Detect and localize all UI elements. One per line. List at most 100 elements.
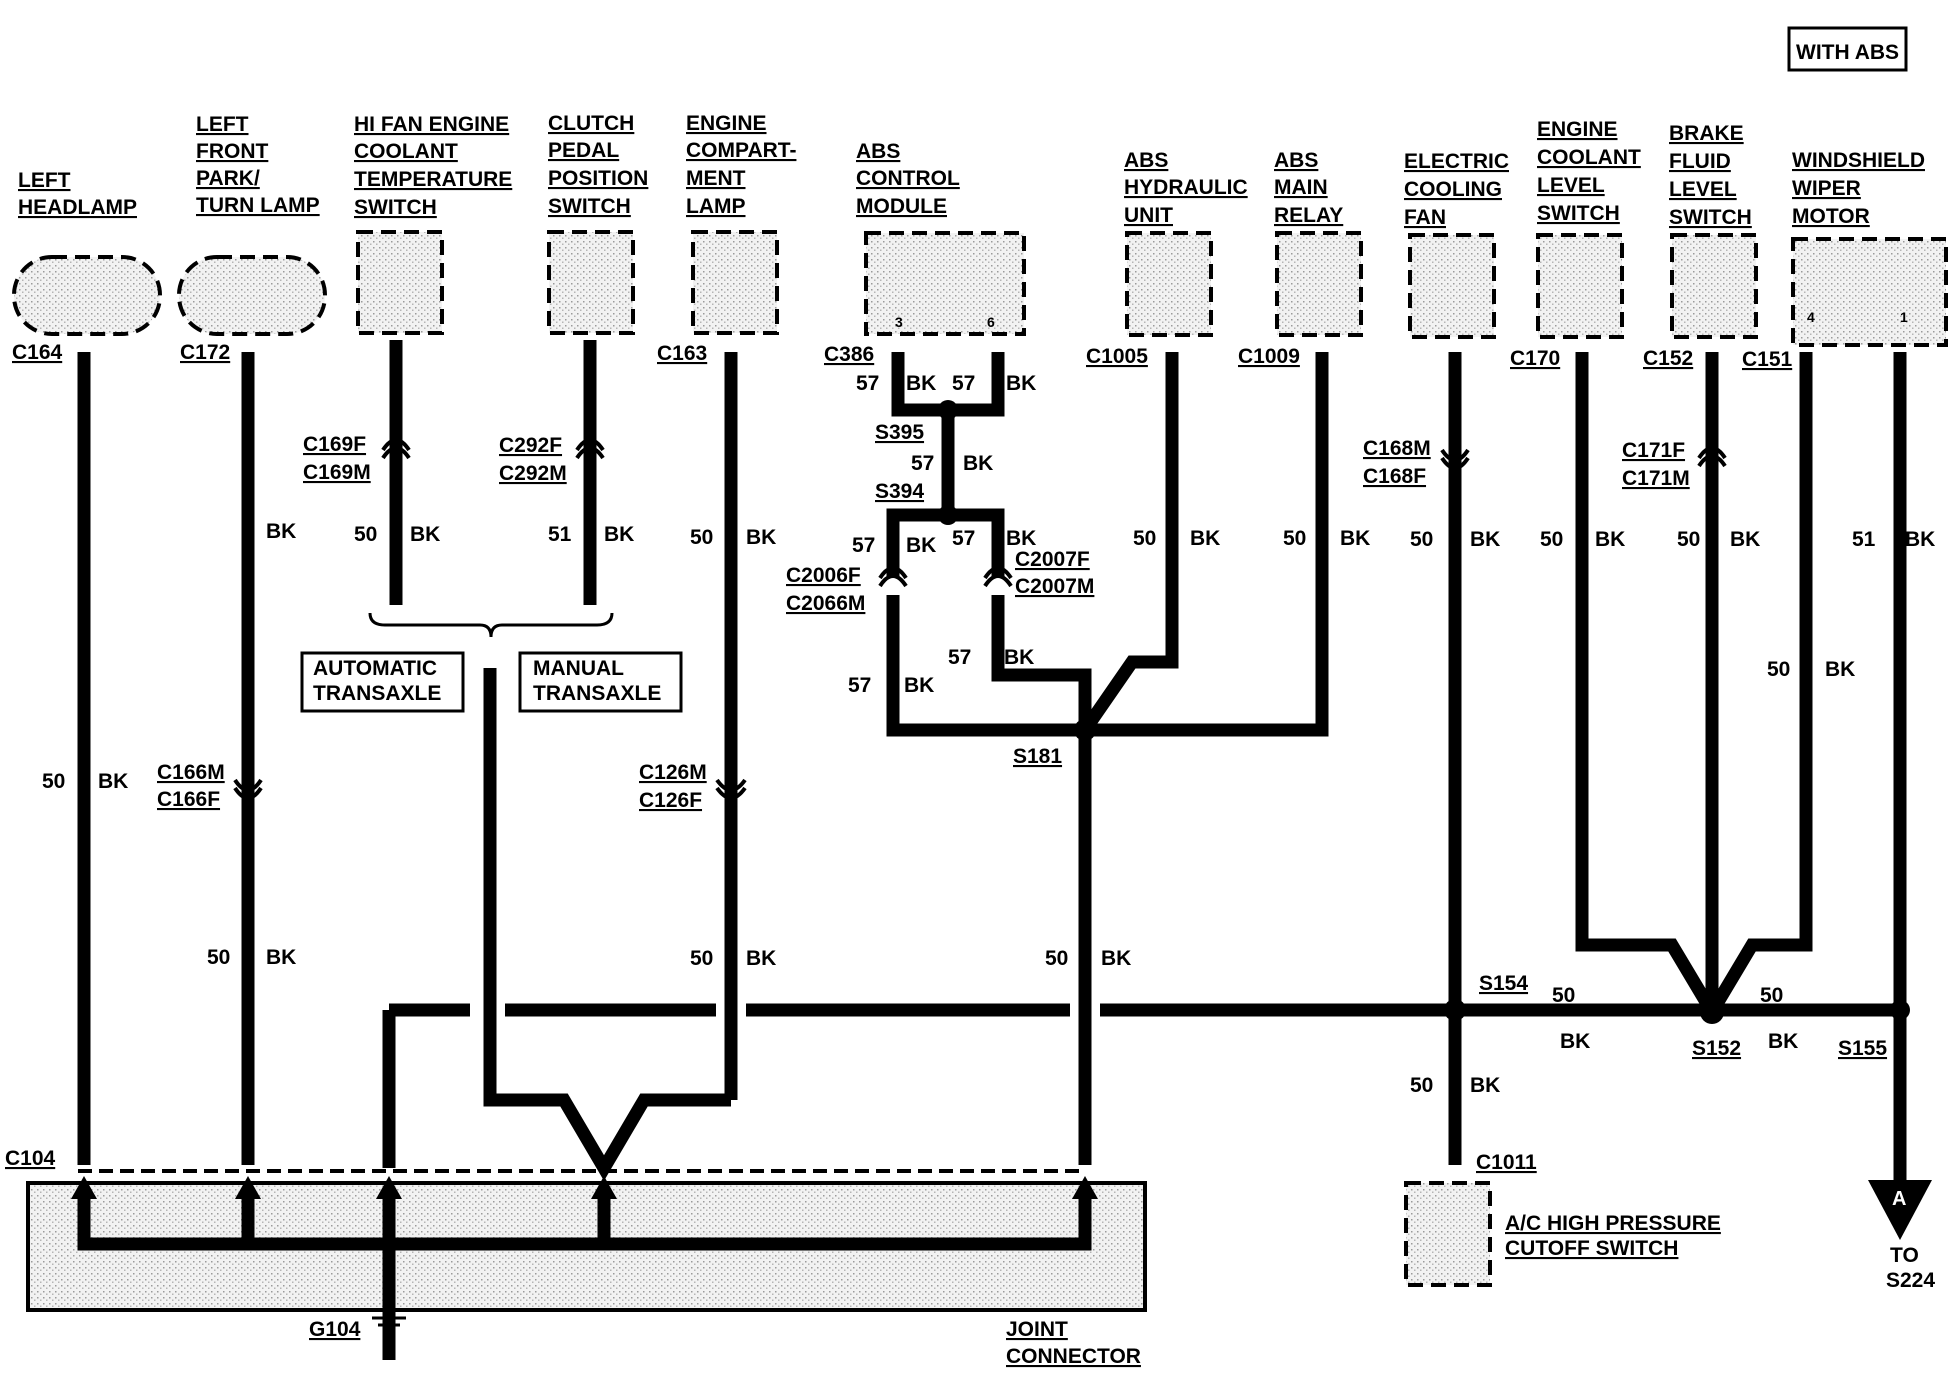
- abs-relay-body: [1275, 231, 1363, 337]
- svg-text:C292F: C292F: [499, 434, 562, 457]
- svg-text:3: 3: [895, 314, 903, 330]
- svg-text:C2066M: C2066M: [786, 592, 865, 615]
- svg-text:BK: BK: [1340, 527, 1370, 550]
- svg-text:C172: C172: [180, 341, 230, 364]
- ac-high-pressure-cutoff-switch-label: A/C HIGH PRESSURE CUTOFF SWITCH: [1505, 1212, 1721, 1260]
- svg-text:50: 50: [690, 947, 713, 970]
- svg-text:PEDAL: PEDAL: [548, 139, 619, 162]
- svg-text:BK: BK: [1101, 947, 1131, 970]
- svg-text:51: 51: [1852, 528, 1876, 551]
- svg-text:57: 57: [952, 527, 975, 550]
- brake-fluid-body: [1670, 233, 1758, 339]
- transaxle-option-bracket: [368, 612, 614, 638]
- svg-text:BK: BK: [1905, 528, 1935, 551]
- svg-text:C2007M: C2007M: [1015, 575, 1094, 598]
- svg-text:BK: BK: [904, 674, 934, 697]
- svg-text:6: 6: [987, 314, 995, 330]
- connector-labels: C164 C172 C163 C386 C1005 C1009 C170 C15…: [5, 341, 1793, 1341]
- svg-text:BK: BK: [1006, 527, 1036, 550]
- svg-text:LAMP: LAMP: [686, 195, 746, 218]
- svg-text:57: 57: [911, 452, 934, 475]
- svg-text:57: 57: [852, 534, 875, 557]
- svg-text:AUTOMATIC: AUTOMATIC: [313, 657, 437, 680]
- left-front-park-turn-lamp-label: LEFT FRONT PARK/ TURN LAMP: [196, 113, 320, 217]
- manual-transaxle-box: MANUAL TRANSAXLE: [518, 651, 683, 713]
- svg-text:ABS: ABS: [1274, 149, 1318, 172]
- left-front-lamp-body: [177, 255, 327, 336]
- svg-text:G104: G104: [309, 1318, 361, 1341]
- svg-text:MODULE: MODULE: [856, 195, 947, 218]
- svg-text:BK: BK: [1730, 528, 1760, 551]
- svg-text:BK: BK: [98, 770, 128, 793]
- svg-text:50: 50: [1133, 527, 1156, 550]
- automatic-transaxle-box: AUTOMATIC TRANSAXLE: [300, 651, 465, 713]
- svg-text:TO: TO: [1890, 1244, 1919, 1267]
- circuit-numbers: 50 50 50 51 50 50 57 57 57 57 57 57 57 5…: [42, 372, 1876, 1097]
- svg-text:JOINT: JOINT: [1006, 1318, 1068, 1341]
- svg-text:BK: BK: [746, 526, 776, 549]
- svg-text:TURN LAMP: TURN LAMP: [196, 194, 320, 217]
- svg-text:HEADLAMP: HEADLAMP: [18, 196, 137, 219]
- svg-text:C126F: C126F: [639, 789, 702, 812]
- svg-text:50: 50: [1552, 984, 1575, 1007]
- joint-connector-terminal-arrows: [71, 1176, 1098, 1199]
- abs-hydraulic-unit-label: ABS HYDRAULIC UNIT: [1124, 149, 1248, 227]
- svg-text:50: 50: [690, 526, 713, 549]
- svg-text:C152: C152: [1643, 347, 1693, 370]
- abs-hydraulic-body: [1125, 231, 1213, 337]
- ac-switch-body: [1404, 1181, 1492, 1287]
- svg-text:51: 51: [548, 523, 572, 546]
- svg-text:4: 4: [1807, 309, 1815, 325]
- svg-text:CONNECTOR: CONNECTOR: [1006, 1345, 1141, 1368]
- svg-text:50: 50: [1410, 1074, 1433, 1097]
- ground-symbol-g104: [372, 1316, 406, 1334]
- with-abs-badge: WITH ABS: [1787, 26, 1908, 72]
- windshield-wiper-motor-label: WINDSHIELD WIPER MOTOR: [1792, 149, 1925, 228]
- svg-text:BK: BK: [963, 452, 993, 475]
- engine-lamp-body: [691, 230, 779, 335]
- svg-text:C164: C164: [12, 341, 63, 364]
- svg-text:MANUAL: MANUAL: [533, 657, 624, 680]
- svg-text:CONTROL: CONTROL: [856, 167, 960, 190]
- svg-text:MOTOR: MOTOR: [1792, 205, 1870, 228]
- coolant-level-body: [1536, 233, 1624, 339]
- abs-control-module-label: ABS CONTROL MODULE: [856, 140, 960, 218]
- svg-text:HYDRAULIC: HYDRAULIC: [1124, 176, 1248, 199]
- svg-text:BK: BK: [266, 520, 296, 543]
- svg-text:TRANSAXLE: TRANSAXLE: [313, 682, 441, 705]
- svg-text:S155: S155: [1838, 1037, 1887, 1060]
- svg-text:C168F: C168F: [1363, 465, 1426, 488]
- svg-text:C1005: C1005: [1086, 345, 1148, 368]
- joint-connector-bus: [77, 1192, 1092, 1360]
- splice-dots: [938, 400, 1910, 1024]
- svg-text:50: 50: [1760, 984, 1783, 1007]
- electric-cooling-fan-label: ELECTRIC COOLING FAN: [1404, 150, 1509, 229]
- svg-text:COOLANT: COOLANT: [1537, 146, 1641, 169]
- wire-color-labels: BK BK BK BK BK BK BK BK BK BK BK BK BK B…: [98, 372, 1935, 1097]
- svg-text:C169M: C169M: [303, 461, 371, 484]
- svg-text:BK: BK: [1768, 1030, 1798, 1053]
- svg-text:PARK/: PARK/: [196, 167, 260, 190]
- continuation-arrow-a: A TO S224: [1868, 1180, 1935, 1292]
- svg-text:BK: BK: [410, 523, 440, 546]
- engine-coolant-level-switch-label: ENGINE COOLANT LEVEL SWITCH: [1537, 118, 1641, 225]
- svg-text:MENT: MENT: [686, 167, 746, 190]
- svg-text:C292M: C292M: [499, 462, 567, 485]
- svg-text:57: 57: [848, 674, 871, 697]
- svg-text:LEFT: LEFT: [18, 169, 71, 192]
- svg-text:BK: BK: [1470, 1074, 1500, 1097]
- svg-text:MAIN: MAIN: [1274, 176, 1328, 199]
- svg-text:C166F: C166F: [157, 788, 220, 811]
- svg-text:57: 57: [856, 372, 879, 395]
- svg-text:BRAKE: BRAKE: [1669, 122, 1744, 145]
- svg-text:COOLANT: COOLANT: [354, 140, 458, 163]
- svg-text:LEVEL: LEVEL: [1537, 174, 1605, 197]
- svg-text:TEMPERATURE: TEMPERATURE: [354, 168, 512, 191]
- svg-text:FRONT: FRONT: [196, 140, 268, 163]
- svg-text:SWITCH: SWITCH: [354, 196, 437, 219]
- svg-text:C170: C170: [1510, 347, 1560, 370]
- svg-text:C166M: C166M: [157, 761, 225, 784]
- svg-text:S181: S181: [1013, 745, 1062, 768]
- svg-text:BK: BK: [266, 946, 296, 969]
- svg-text:WINDSHIELD: WINDSHIELD: [1792, 149, 1925, 172]
